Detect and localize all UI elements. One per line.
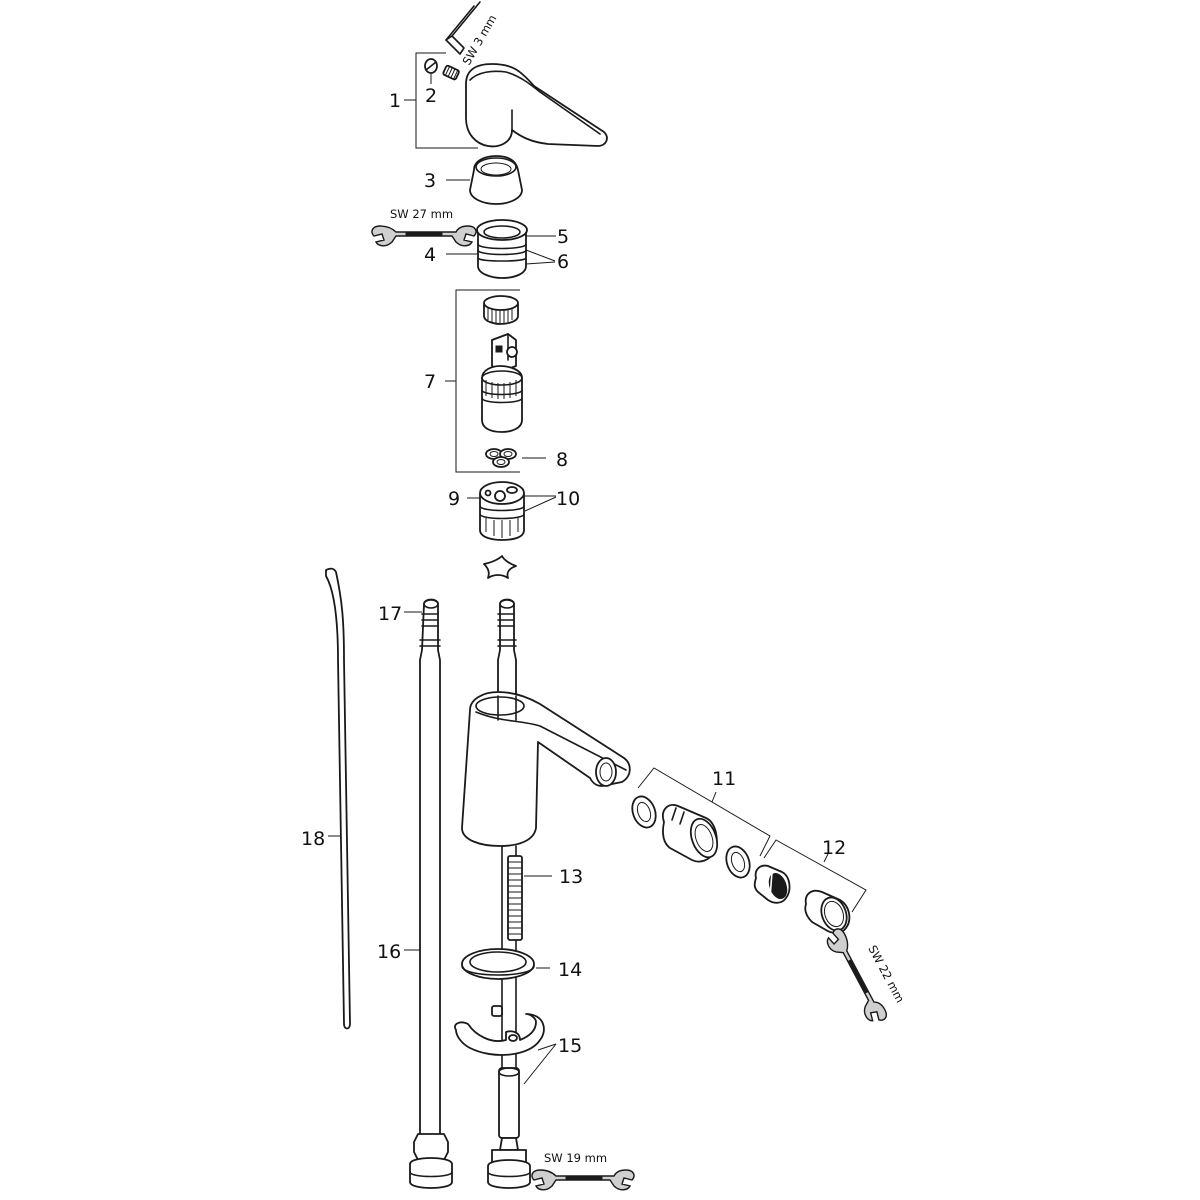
part-label-13: 13 [559, 866, 583, 888]
tool-label-wrench-22: SW 22 mm [865, 943, 907, 1005]
bracket-group-7 [445, 289, 520, 473]
connection-hose [409, 598, 453, 1189]
washer [461, 948, 535, 980]
cartridge-base [479, 481, 525, 541]
part-label-17: 17 [378, 603, 402, 625]
wrench-19-icon [531, 1169, 635, 1191]
part-label-5: 5 [557, 226, 569, 248]
part-label-8: 8 [556, 449, 568, 471]
part-label-14: 14 [558, 959, 582, 981]
cap-and-grub-screw [424, 58, 460, 84]
part-label-15: 15 [558, 1035, 582, 1057]
faucet-body [461, 691, 631, 847]
wrench-27-icon [371, 225, 477, 247]
part-label-2: 2 [425, 85, 437, 107]
part-label-16: 16 [377, 941, 401, 963]
part-label-1: 1 [389, 90, 401, 112]
seal-set [485, 448, 517, 468]
cartridge-body [481, 333, 523, 433]
center-hose [497, 598, 517, 721]
fixing-set [454, 1005, 545, 1189]
seal-ring [631, 795, 657, 829]
cartridge-ring [483, 295, 519, 325]
leader-10 [524, 495, 557, 512]
part-label-6: 6 [557, 251, 569, 273]
tool-label-wrench-27: SW 27 mm [390, 207, 453, 221]
swivel-joint [662, 804, 719, 863]
bracket-group-11 [637, 767, 771, 857]
bracket-group-1 [404, 52, 478, 149]
bracket-group-12 [763, 839, 867, 913]
hex-key-icon [445, 1, 481, 55]
threaded-nut [476, 219, 528, 279]
part-label-10: 10 [556, 488, 580, 510]
handle-lever [465, 63, 608, 148]
wrench-22-icon [826, 928, 888, 1022]
tool-label-wrench-19: SW 19 mm [544, 1151, 607, 1165]
part-label-18: 18 [301, 828, 325, 850]
aerator-housing [804, 889, 851, 934]
pull-rod [325, 567, 351, 1030]
cover-sleeve [469, 155, 523, 205]
part-label-3: 3 [424, 170, 436, 192]
part-label-12: 12 [822, 837, 846, 859]
clip [483, 555, 517, 579]
seal-ring [725, 845, 751, 879]
leader-15 [523, 1043, 557, 1085]
leader-6 [525, 249, 556, 265]
part-label-9: 9 [448, 488, 460, 510]
part-label-7: 7 [424, 371, 436, 393]
aerator [753, 864, 791, 904]
part-label-11: 11 [712, 768, 736, 790]
part-label-4: 4 [424, 244, 436, 266]
